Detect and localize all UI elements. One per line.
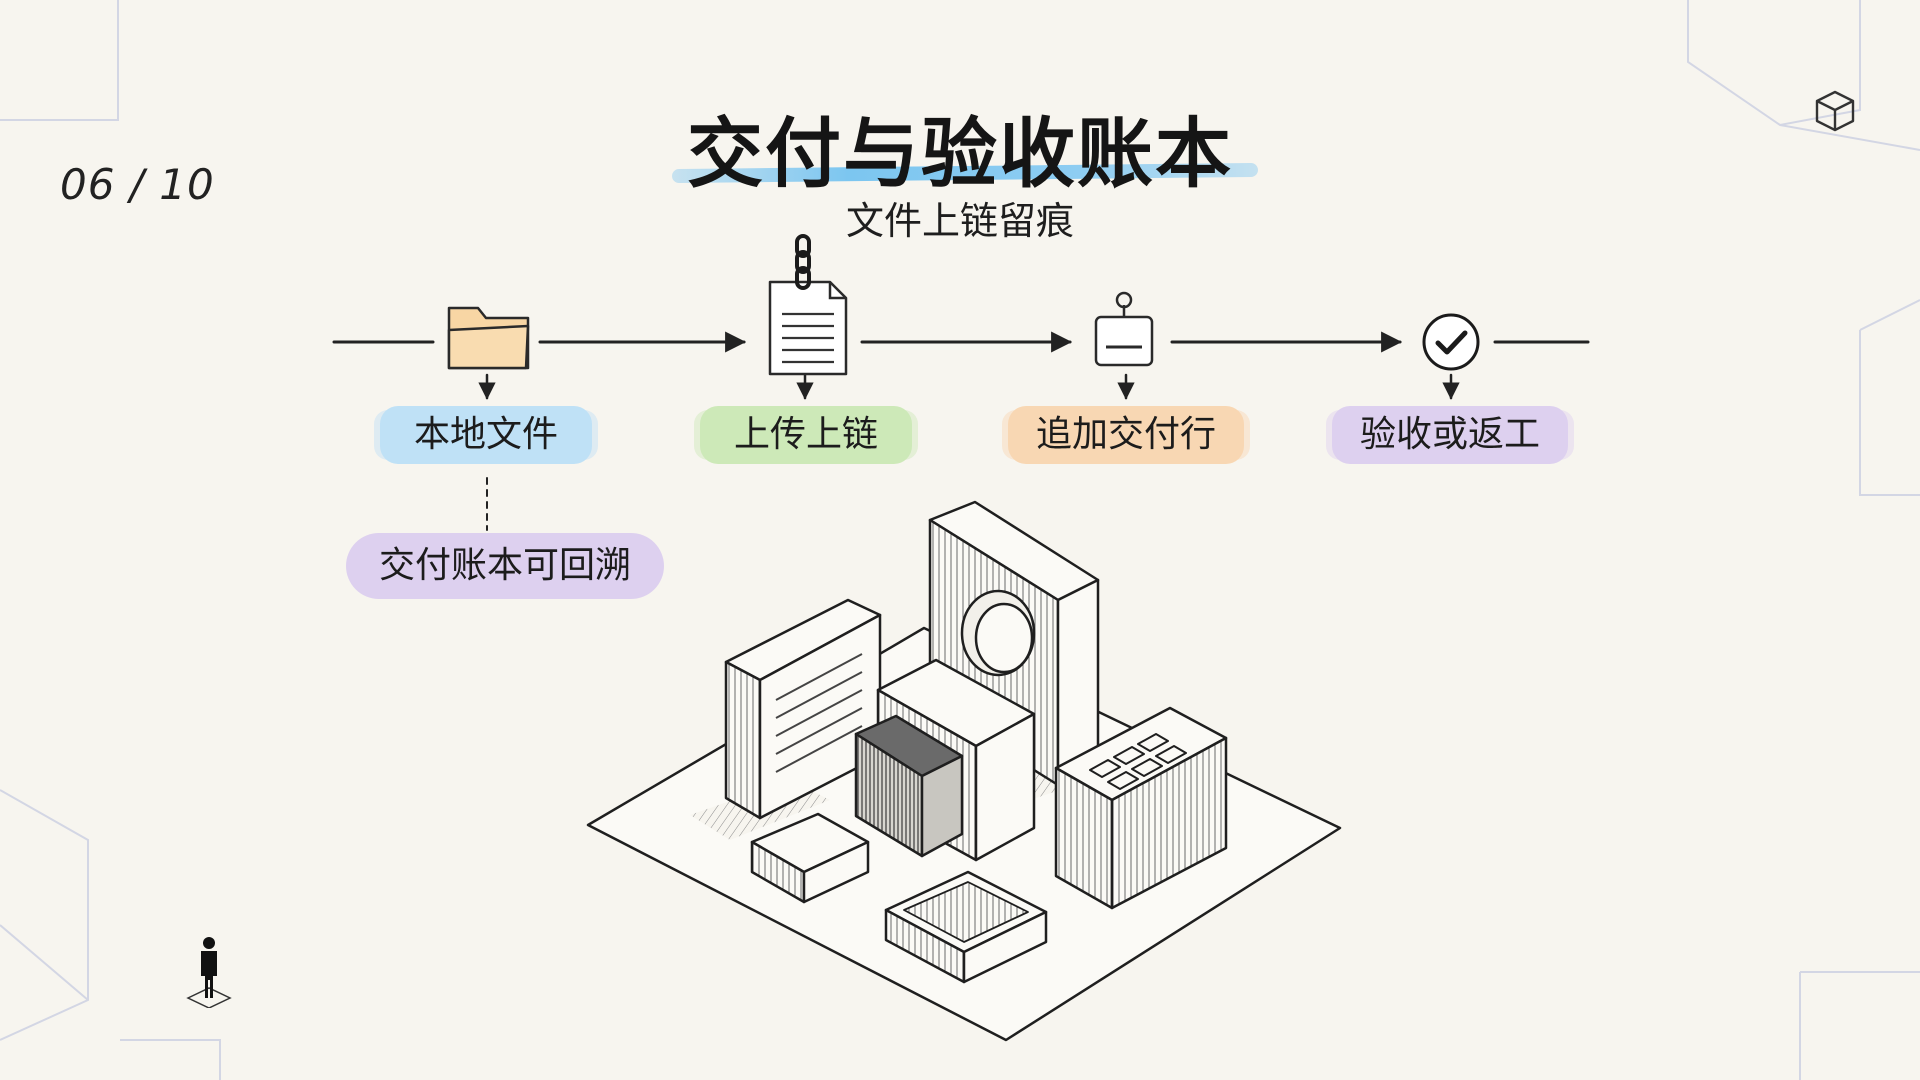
page-title: 交付与验收账本 [687,109,1233,198]
step-label: 追加交付行 [1035,414,1216,455]
step-local-file: 本地文件 [374,406,598,464]
cube-icon [1815,90,1855,132]
page-counter: 06 / 10 [60,160,215,209]
note-label: 交付账本可回溯 [378,545,631,586]
ledger-traceable-note: 交付账本可回溯 [346,533,664,599]
page-subtitle: 文件上链留痕 [845,199,1074,243]
tag-icon [1094,291,1154,367]
chained-document-icon [768,234,848,376]
step-label: 上传上链 [733,414,878,455]
step-label: 验收或返工 [1359,414,1540,455]
step-accept-rework: 验收或返工 [1326,406,1574,464]
check-circle-icon [1422,313,1480,371]
folder-icon [447,306,530,370]
person-figure-icon [186,937,232,1008]
step-label: 本地文件 [413,414,558,455]
step-upload-chain: 上传上链 [694,406,918,464]
step-append-row: 追加交付行 [1002,406,1250,464]
